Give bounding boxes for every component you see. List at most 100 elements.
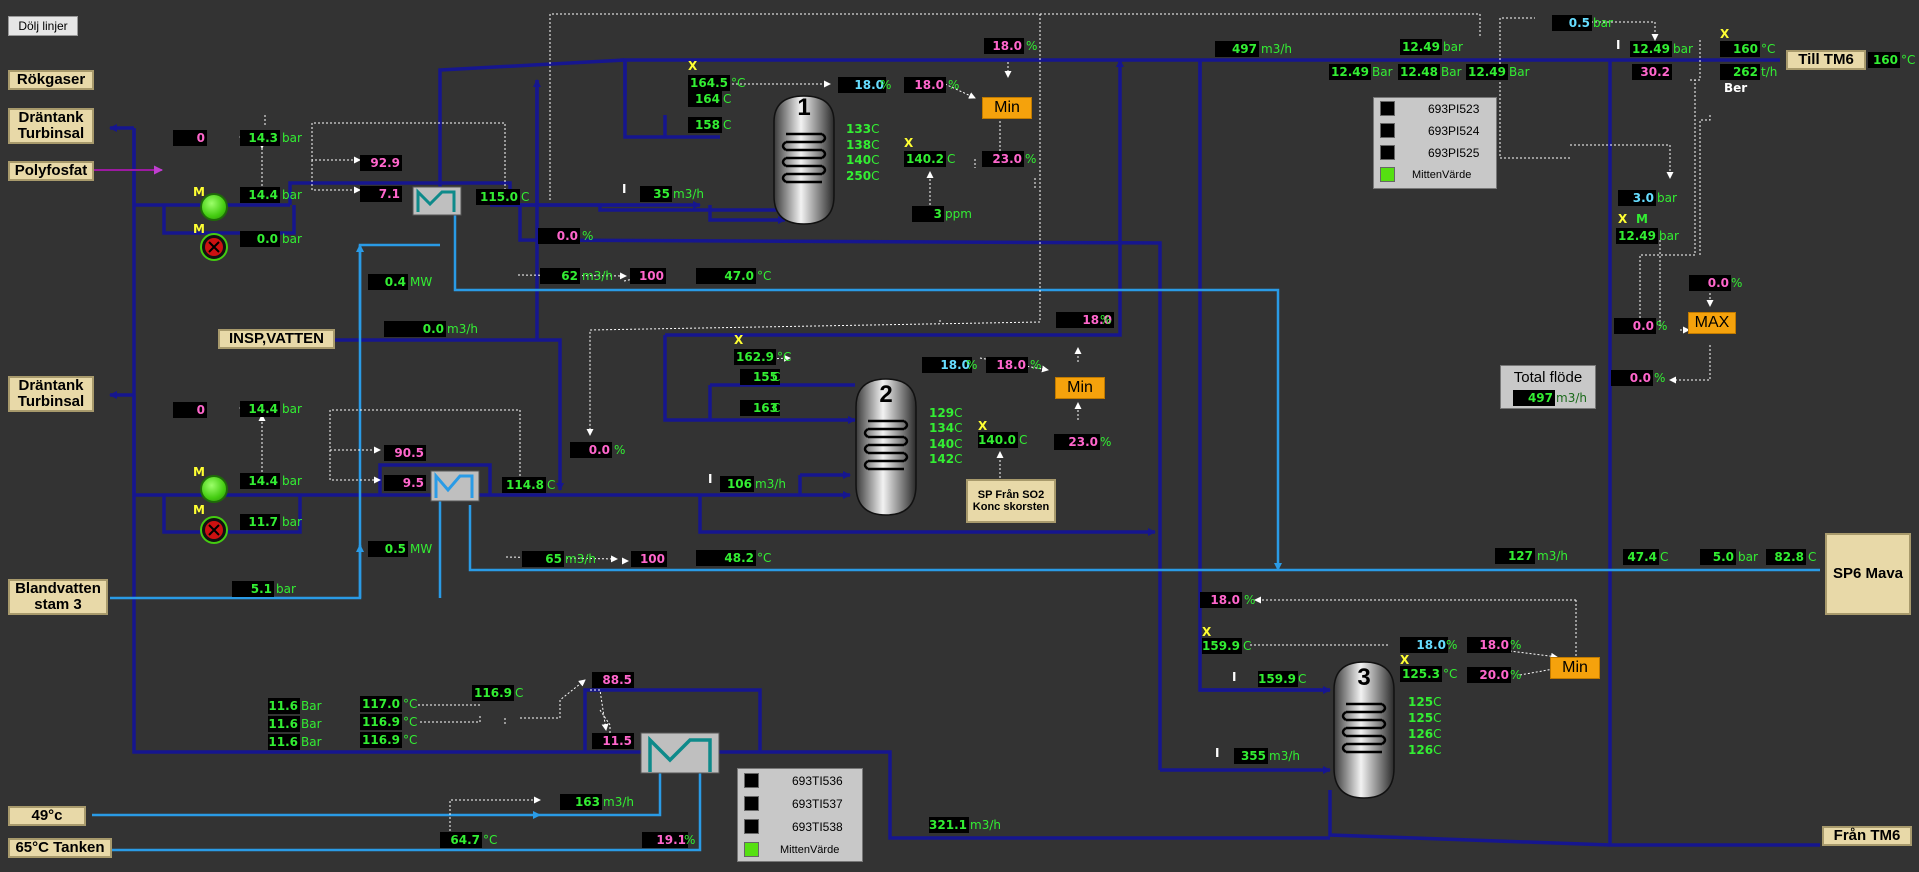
- legend-checkbox[interactable]: [744, 819, 759, 834]
- x-marker: X: [904, 136, 914, 150]
- source-49c: 49°c: [8, 806, 86, 826]
- legend-label: 693TI537: [792, 797, 843, 811]
- heat-exchanger-3[interactable]: [640, 732, 720, 774]
- unit-pct: %: [1656, 319, 1668, 333]
- flow-321-1: 321.1: [929, 817, 969, 833]
- temp-115-0: 115.0: [476, 189, 520, 205]
- pressure-0-5: 0.5: [1552, 15, 1592, 31]
- legend-checkbox[interactable]: [1380, 101, 1395, 116]
- unit-degc: °C: [403, 733, 418, 747]
- bar-5-1: 5.1: [232, 581, 274, 597]
- temp-140-2: 140.2: [904, 151, 946, 167]
- legend-checkbox-selected[interactable]: [744, 842, 759, 857]
- unit-pct: %: [1446, 638, 1458, 652]
- legend-item-693ti537[interactable]: 693TI537: [744, 795, 868, 813]
- bar-5-0: 5.0: [1700, 549, 1736, 565]
- value-100-b: 100: [631, 551, 667, 567]
- temp-164-5: 164.5: [688, 75, 730, 91]
- flow-262: 262: [1720, 64, 1760, 80]
- hand-valve-icon[interactable]: I: [1616, 38, 1621, 52]
- unit-degc: °C: [757, 269, 772, 283]
- source-insp-vatten: INSP,VATTEN: [218, 329, 335, 349]
- vessel-2[interactable]: 2: [850, 375, 922, 520]
- hand-valve-icon[interactable]: I: [622, 182, 627, 196]
- vessel-1-temp-2: 138C: [846, 138, 880, 152]
- legend-label: 693PI524: [1428, 124, 1480, 138]
- temp-160-a: 160: [1720, 41, 1760, 57]
- unit-pct: %: [1026, 39, 1038, 53]
- pump-1-m-label: M: [193, 185, 205, 199]
- unit-m3h: m3/h: [1537, 549, 1568, 563]
- source-polyfosfat: Polyfosfat: [8, 161, 94, 181]
- temp-125-3: 125.3: [1400, 666, 1442, 682]
- unit-c: C: [723, 118, 732, 132]
- vessel-1[interactable]: 1: [768, 92, 840, 228]
- min-block-1[interactable]: Min: [982, 97, 1032, 119]
- bar-11-6-c: 11.6: [268, 734, 300, 750]
- max-block[interactable]: MAX: [1688, 312, 1736, 334]
- vessel-3-temp-2: 125C: [1408, 711, 1442, 725]
- flow-65: 65: [522, 551, 564, 567]
- temp-48-2: 48.2: [696, 550, 756, 566]
- legend-item-693ti536[interactable]: 693TI536: [744, 772, 868, 790]
- hand-valve-icon[interactable]: I: [1232, 670, 1237, 684]
- pump-1-running[interactable]: [200, 193, 228, 221]
- temp-116-9-a: 116.9: [360, 714, 402, 730]
- bar-11-6-b: 11.6: [268, 716, 300, 732]
- bar-12-48: 12.48: [1398, 64, 1440, 80]
- unit-m3h: m3/h: [673, 187, 704, 201]
- legend-item-693pi524[interactable]: 693PI524: [1380, 122, 1502, 140]
- unit-c: C: [547, 478, 556, 492]
- legend-checkbox-selected[interactable]: [1380, 167, 1395, 182]
- unit-bar: bar: [1673, 42, 1693, 56]
- bar-11-7: 11.7: [240, 514, 280, 530]
- hand-valve-icon[interactable]: I: [1215, 746, 1220, 760]
- unit-pct: %: [1025, 152, 1037, 166]
- heat-exchanger-3-icon: [640, 732, 720, 774]
- heat-exchanger-2-icon: [430, 470, 480, 502]
- unit-pct: %: [948, 78, 960, 92]
- x-marker: X: [1618, 212, 1628, 226]
- pct-0-0-c: 0.0: [1689, 275, 1731, 291]
- legend-item-693pi523[interactable]: 693PI523: [1380, 100, 1502, 118]
- heat-exchanger-2[interactable]: [430, 470, 480, 502]
- legend-checkbox[interactable]: [744, 773, 759, 788]
- unit-c: C: [772, 401, 781, 415]
- temp-114-8: 114.8: [502, 477, 546, 493]
- ppm-3: 3: [912, 206, 944, 222]
- legend-checkbox[interactable]: [1380, 123, 1395, 138]
- legend-checkbox[interactable]: [1380, 145, 1395, 160]
- vessel-3-temp-3: 126C: [1408, 727, 1442, 741]
- min-block-2[interactable]: Min: [1055, 377, 1105, 399]
- pump-2-stopped[interactable]: [200, 233, 228, 261]
- legend-label: MittenVärde: [1412, 169, 1472, 181]
- hand-valve-icon[interactable]: I: [708, 472, 713, 486]
- source-65c-tanken: 65°C Tanken: [8, 838, 112, 858]
- unit-mw: MW: [410, 275, 433, 289]
- bar-12-49-a: 12.49: [1329, 64, 1371, 80]
- bar-12-49-b: 12.49: [1466, 64, 1508, 80]
- source-blandvatten: Blandvatten stam 3: [8, 579, 108, 615]
- unit-pct: %: [614, 443, 626, 457]
- pct-mag-1: 18.0: [904, 77, 946, 93]
- heat-exchanger-1[interactable]: [412, 186, 462, 216]
- legend-item-mittenvarde[interactable]: MittenVärde: [1380, 166, 1502, 184]
- total-flow-label: Total flöde: [1513, 369, 1583, 386]
- legend-item-693ti538[interactable]: 693TI538: [744, 818, 868, 836]
- unit-bar: bar: [1593, 16, 1613, 30]
- hide-lines-button[interactable]: Dölj linjer: [8, 16, 78, 36]
- pump-4-stopped[interactable]: [200, 516, 228, 544]
- vessel-3[interactable]: 3: [1328, 658, 1400, 803]
- vessel-2-body: [855, 378, 917, 516]
- unit-pct: %: [966, 358, 978, 372]
- pct-0-0-b: 0.0: [570, 442, 612, 458]
- min-block-3[interactable]: Min: [1550, 657, 1600, 679]
- temp-117-0: 117.0: [360, 696, 402, 712]
- unit-Bar: Bar: [1441, 65, 1462, 79]
- legend-item-mittenvarde[interactable]: MittenVärde: [744, 841, 868, 859]
- unit-m3h: m3/h: [1261, 42, 1292, 56]
- pump-3-running[interactable]: [200, 475, 228, 503]
- legend-item-693pi525[interactable]: 693PI525: [1380, 144, 1502, 162]
- legend-checkbox[interactable]: [744, 796, 759, 811]
- unit-pct: %: [1100, 313, 1112, 327]
